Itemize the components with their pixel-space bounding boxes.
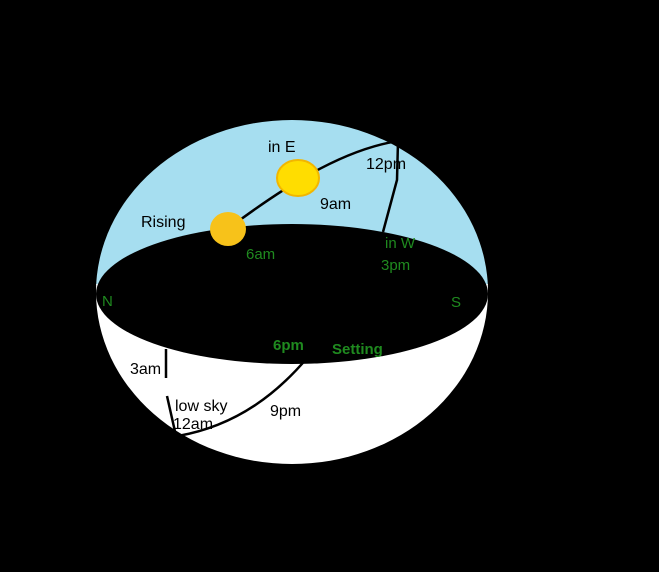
label-in-w: in W bbox=[385, 235, 416, 252]
label-3pm: 3pm bbox=[381, 257, 410, 274]
label-12am: 12am bbox=[173, 416, 213, 433]
label-rising: Rising bbox=[141, 214, 185, 231]
meridian-line bbox=[381, 140, 400, 233]
label-north: N bbox=[102, 293, 113, 310]
label-3am: 3am bbox=[130, 361, 161, 378]
label-in-e: in E bbox=[268, 139, 296, 156]
label-12pm: 12pm bbox=[366, 156, 406, 173]
label-6pm: 6pm bbox=[273, 337, 304, 354]
sun-path-night bbox=[177, 356, 309, 438]
label-south: S bbox=[451, 294, 461, 311]
label-setting: Setting bbox=[332, 341, 383, 358]
horizon-plane bbox=[96, 224, 488, 364]
sun-icon bbox=[276, 159, 320, 197]
label-6am: 6am bbox=[246, 246, 275, 263]
rising-sun-icon bbox=[210, 212, 246, 246]
label-9am: 9am bbox=[320, 196, 351, 213]
tick-12am bbox=[165, 395, 178, 437]
label-low-sky: low sky bbox=[175, 398, 227, 415]
label-9pm: 9pm bbox=[270, 403, 301, 420]
